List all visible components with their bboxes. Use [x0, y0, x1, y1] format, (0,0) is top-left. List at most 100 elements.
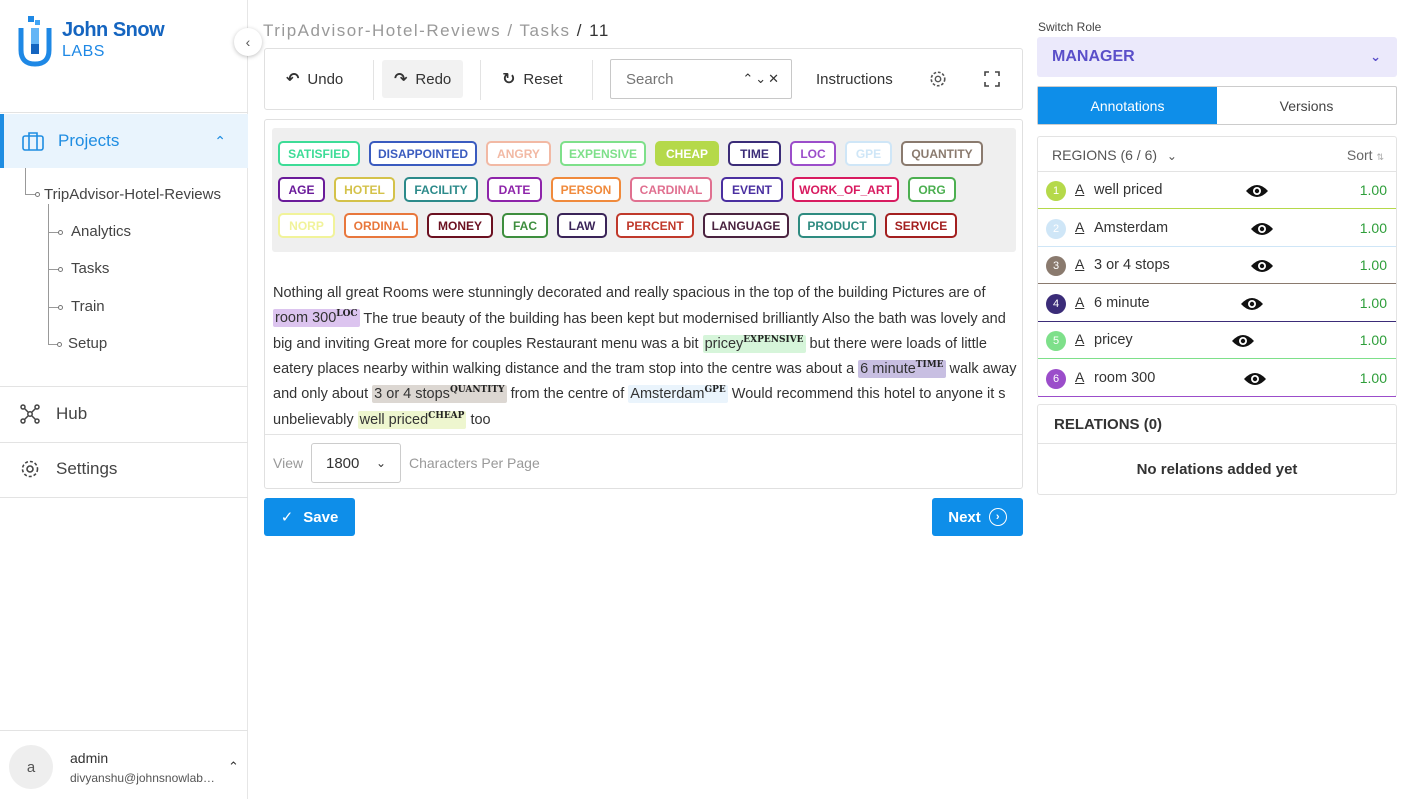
text-annotation-icon: A [1075, 256, 1085, 272]
chevron-up-icon[interactable]: ⌃ [214, 132, 226, 149]
label-chip[interactable]: FACILITY [404, 177, 478, 202]
next-button[interactable]: Next › [932, 498, 1023, 536]
entity-highlight[interactable]: well pricedCHEAP [357, 410, 467, 429]
chevron-down-icon: ⌄ [375, 456, 386, 470]
label-chip[interactable]: EVENT [721, 177, 783, 202]
fullscreen-icon[interactable] [982, 69, 1002, 89]
label-chip[interactable]: FAC [502, 213, 548, 238]
tree-item-analytics[interactable]: Analytics [71, 223, 132, 240]
brand-logo[interactable]: John Snow LABS [18, 14, 165, 70]
region-score: 1.00 [1359, 369, 1387, 386]
search-nav-controls[interactable]: ⌃⌄✕ [742, 71, 781, 86]
entity-highlight[interactable]: 6 minuteTIME [858, 359, 946, 378]
sidebar-collapse-button[interactable]: ‹ [234, 28, 262, 56]
entity-highlight[interactable]: room 300LOC [273, 309, 360, 328]
nav-hub-label: Hub [56, 404, 88, 423]
entity-highlight[interactable]: AmsterdamGPE [628, 385, 728, 404]
label-chip[interactable]: HOTEL [334, 177, 395, 202]
label-chip[interactable]: PRODUCT [798, 213, 876, 238]
label-chip[interactable]: LAW [557, 213, 607, 238]
breadcrumb-separator: / [507, 21, 514, 40]
sort-label: Sort [1346, 147, 1373, 163]
label-chip[interactable]: LOC [790, 141, 836, 166]
logo-icon [18, 14, 52, 68]
breadcrumb-tasks[interactable]: Tasks [519, 21, 571, 40]
undo-icon: ↶ [286, 71, 300, 88]
entity-tag: CHEAP [428, 410, 465, 421]
chars-per-page-label: Characters Per Page [409, 455, 540, 471]
label-chip[interactable]: CARDINAL [630, 177, 712, 202]
label-chip[interactable]: DATE [487, 177, 542, 202]
regions-header: REGIONS (6 / 6) ⌄ Sort ⇅ [1038, 137, 1396, 172]
label-chip[interactable]: PERSON [551, 177, 621, 202]
label-chip[interactable]: LANGUAGE [703, 213, 789, 238]
entity-highlight[interactable]: 3 or 4 stopsQUANTITY [372, 385, 507, 404]
label-chip[interactable]: ORG [908, 177, 956, 202]
label-chip[interactable]: GPE [845, 141, 892, 166]
breadcrumb-project[interactable]: TripAdvisor-Hotel-Reviews [263, 21, 502, 40]
regions-title[interactable]: REGIONS (6 / 6) ⌄ [1052, 147, 1177, 163]
tree-item-setup[interactable]: Setup [68, 335, 108, 352]
label-chip[interactable]: QUANTITY [901, 141, 983, 166]
label-chip[interactable]: MONEY [427, 213, 493, 238]
settings-gear-icon[interactable] [928, 69, 948, 89]
document-text[interactable]: Nothing all great Rooms were stunningly … [273, 283, 1018, 431]
reset-button[interactable]: ↻Reset [490, 60, 575, 98]
eye-icon[interactable] [1243, 371, 1267, 387]
label-chip[interactable]: PERCENT [616, 213, 694, 238]
sort-button[interactable]: Sort ⇅ [1347, 147, 1384, 163]
region-text: Amsterdam [1094, 219, 1169, 236]
tree-project-name[interactable]: TripAdvisor-Hotel-Reviews [44, 186, 221, 203]
region-text: pricey [1094, 332, 1133, 348]
eye-icon[interactable] [1250, 221, 1274, 237]
user-profile[interactable]: a admin divyanshu@johnsnowlab… ⌃ [0, 730, 248, 799]
search-input[interactable] [626, 70, 726, 88]
region-number: 6 [1046, 368, 1066, 389]
save-button[interactable]: ✓Save [264, 498, 355, 536]
nav-settings-label: Settings [56, 459, 118, 478]
label-chip[interactable]: ORDINAL [344, 213, 418, 238]
tab-versions[interactable]: Versions [1279, 97, 1334, 114]
label-chip[interactable]: CHEAP [655, 141, 719, 166]
eye-icon[interactable] [1245, 183, 1269, 199]
label-chip[interactable]: TIME [728, 141, 781, 166]
tree-item-train[interactable]: Train [71, 298, 105, 315]
role-select[interactable]: MANAGER ⌄ [1037, 37, 1397, 77]
breadcrumb-task-id: 11 [589, 21, 610, 40]
label-chip[interactable]: EXPENSIVE [560, 141, 646, 166]
label-chip[interactable]: AGE [278, 177, 325, 202]
text-annotation-icon: A [1075, 218, 1085, 235]
label-chip[interactable]: SATISFIED [278, 141, 360, 166]
region-score: 1.00 [1359, 332, 1387, 348]
instructions-button[interactable]: Instructions [816, 71, 893, 88]
text-annotation-icon: A [1075, 368, 1085, 385]
eye-icon[interactable] [1250, 258, 1274, 274]
undo-button[interactable]: ↶Undo [274, 60, 355, 98]
nav-projects[interactable]: Projects ⌃ [0, 114, 248, 168]
divider [0, 112, 248, 113]
nav-settings[interactable]: Settings [20, 459, 117, 479]
chevron-up-icon[interactable]: ⌃ [228, 759, 239, 774]
redo-button[interactable]: ↷Redo [382, 60, 464, 98]
text-segment: but there were loads of little eatery pl… [273, 335, 987, 377]
hub-icon [20, 404, 40, 424]
chars-per-page-select[interactable]: 1800 ⌄ [311, 443, 401, 483]
nav-hub[interactable]: Hub [20, 404, 87, 424]
label-chip[interactable]: WORK_OF_ART [792, 177, 899, 202]
tab-annotations[interactable]: Annotations [1038, 87, 1217, 124]
label-chip[interactable]: ANGRY [486, 141, 551, 166]
entity-highlight[interactable]: priceyEXPENSIVE [702, 334, 806, 353]
eye-icon[interactable] [1240, 296, 1264, 312]
eye-icon[interactable] [1231, 333, 1255, 349]
label-chip[interactable]: DISAPPOINTED [369, 141, 477, 166]
label-chip[interactable]: NORP [278, 213, 335, 238]
label-chip[interactable]: SERVICE [885, 213, 957, 238]
tree-item-tasks[interactable]: Tasks [71, 260, 110, 277]
